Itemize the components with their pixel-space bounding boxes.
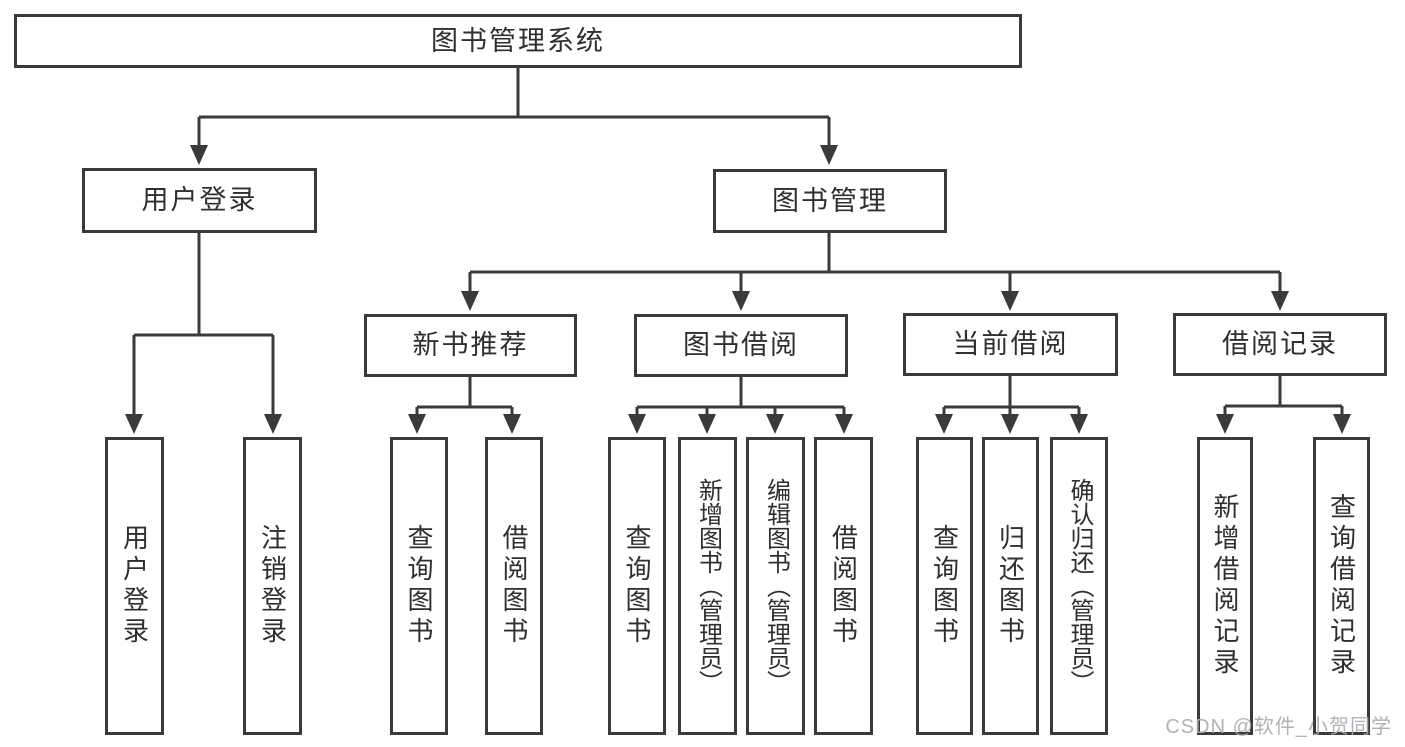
- leaf-return-books: 归还图书: [982, 437, 1039, 735]
- leaf-add-books-admin: 新增图书（管理员）: [678, 437, 737, 735]
- leaf-label: 编辑图书（管理员）: [762, 478, 790, 694]
- node-label: 当前借阅: [952, 329, 1069, 359]
- node-user-login: 用户登录: [82, 168, 317, 233]
- leaf-edit-books-admin: 编辑图书（管理员）: [746, 437, 805, 735]
- leaf-label: 借阅图书: [828, 524, 859, 648]
- leaf-label: 注销登录: [257, 524, 288, 648]
- leaf-label: 查询借阅记录: [1326, 493, 1357, 679]
- leaf-confirm-return-admin: 确认归还（管理员）: [1050, 437, 1108, 735]
- leaf-label: 归还图书: [995, 524, 1026, 648]
- leaf-logout: 注销登录: [243, 437, 302, 735]
- node-label: 用户登录: [141, 185, 258, 215]
- leaf-query-books-current: 查询图书: [916, 437, 973, 735]
- node-new-book-recommendation: 新书推荐: [364, 314, 577, 377]
- leaf-label: 新增借阅记录: [1210, 493, 1240, 679]
- node-borrowing-records: 借阅记录: [1173, 313, 1387, 376]
- node-label: 图书管理系统: [431, 25, 605, 56]
- leaf-label: 确认归还（管理员）: [1066, 478, 1093, 694]
- leaf-borrow-books: 借阅图书: [814, 437, 873, 735]
- connector-segments: [132, 68, 1344, 416]
- leaf-borrow-books-recommend: 借阅图书: [485, 437, 543, 735]
- node-label: 图书借阅: [683, 330, 799, 360]
- leaf-label: 新增图书（管理员）: [694, 478, 722, 694]
- leaf-add-borrow-record: 新增借阅记录: [1197, 437, 1253, 735]
- leaf-label: 查询图书: [404, 524, 434, 648]
- leaf-label: 借阅图书: [499, 524, 529, 648]
- node-book-borrowing: 图书借阅: [634, 314, 848, 377]
- leaf-label: 查询图书: [622, 524, 652, 648]
- watermark-text: CSDN @软件_小贺同学: [1165, 716, 1392, 738]
- leaf-query-books-borrow: 查询图书: [608, 437, 666, 735]
- node-label: 图书管理: [772, 185, 888, 216]
- leaf-user-login: 用户登录: [105, 437, 164, 735]
- node-book-management: 图书管理: [713, 169, 947, 233]
- node-current-borrowing: 当前借阅: [903, 313, 1118, 376]
- leaf-label: 用户登录: [119, 524, 150, 648]
- node-library-management-system: 图书管理系统: [14, 14, 1022, 68]
- node-label: 新书推荐: [412, 330, 529, 360]
- leaf-label: 查询图书: [929, 524, 960, 648]
- leaf-query-borrow-record: 查询借阅记录: [1313, 437, 1370, 735]
- node-label: 借阅记录: [1222, 329, 1338, 359]
- leaf-query-books-recommend: 查询图书: [390, 437, 448, 735]
